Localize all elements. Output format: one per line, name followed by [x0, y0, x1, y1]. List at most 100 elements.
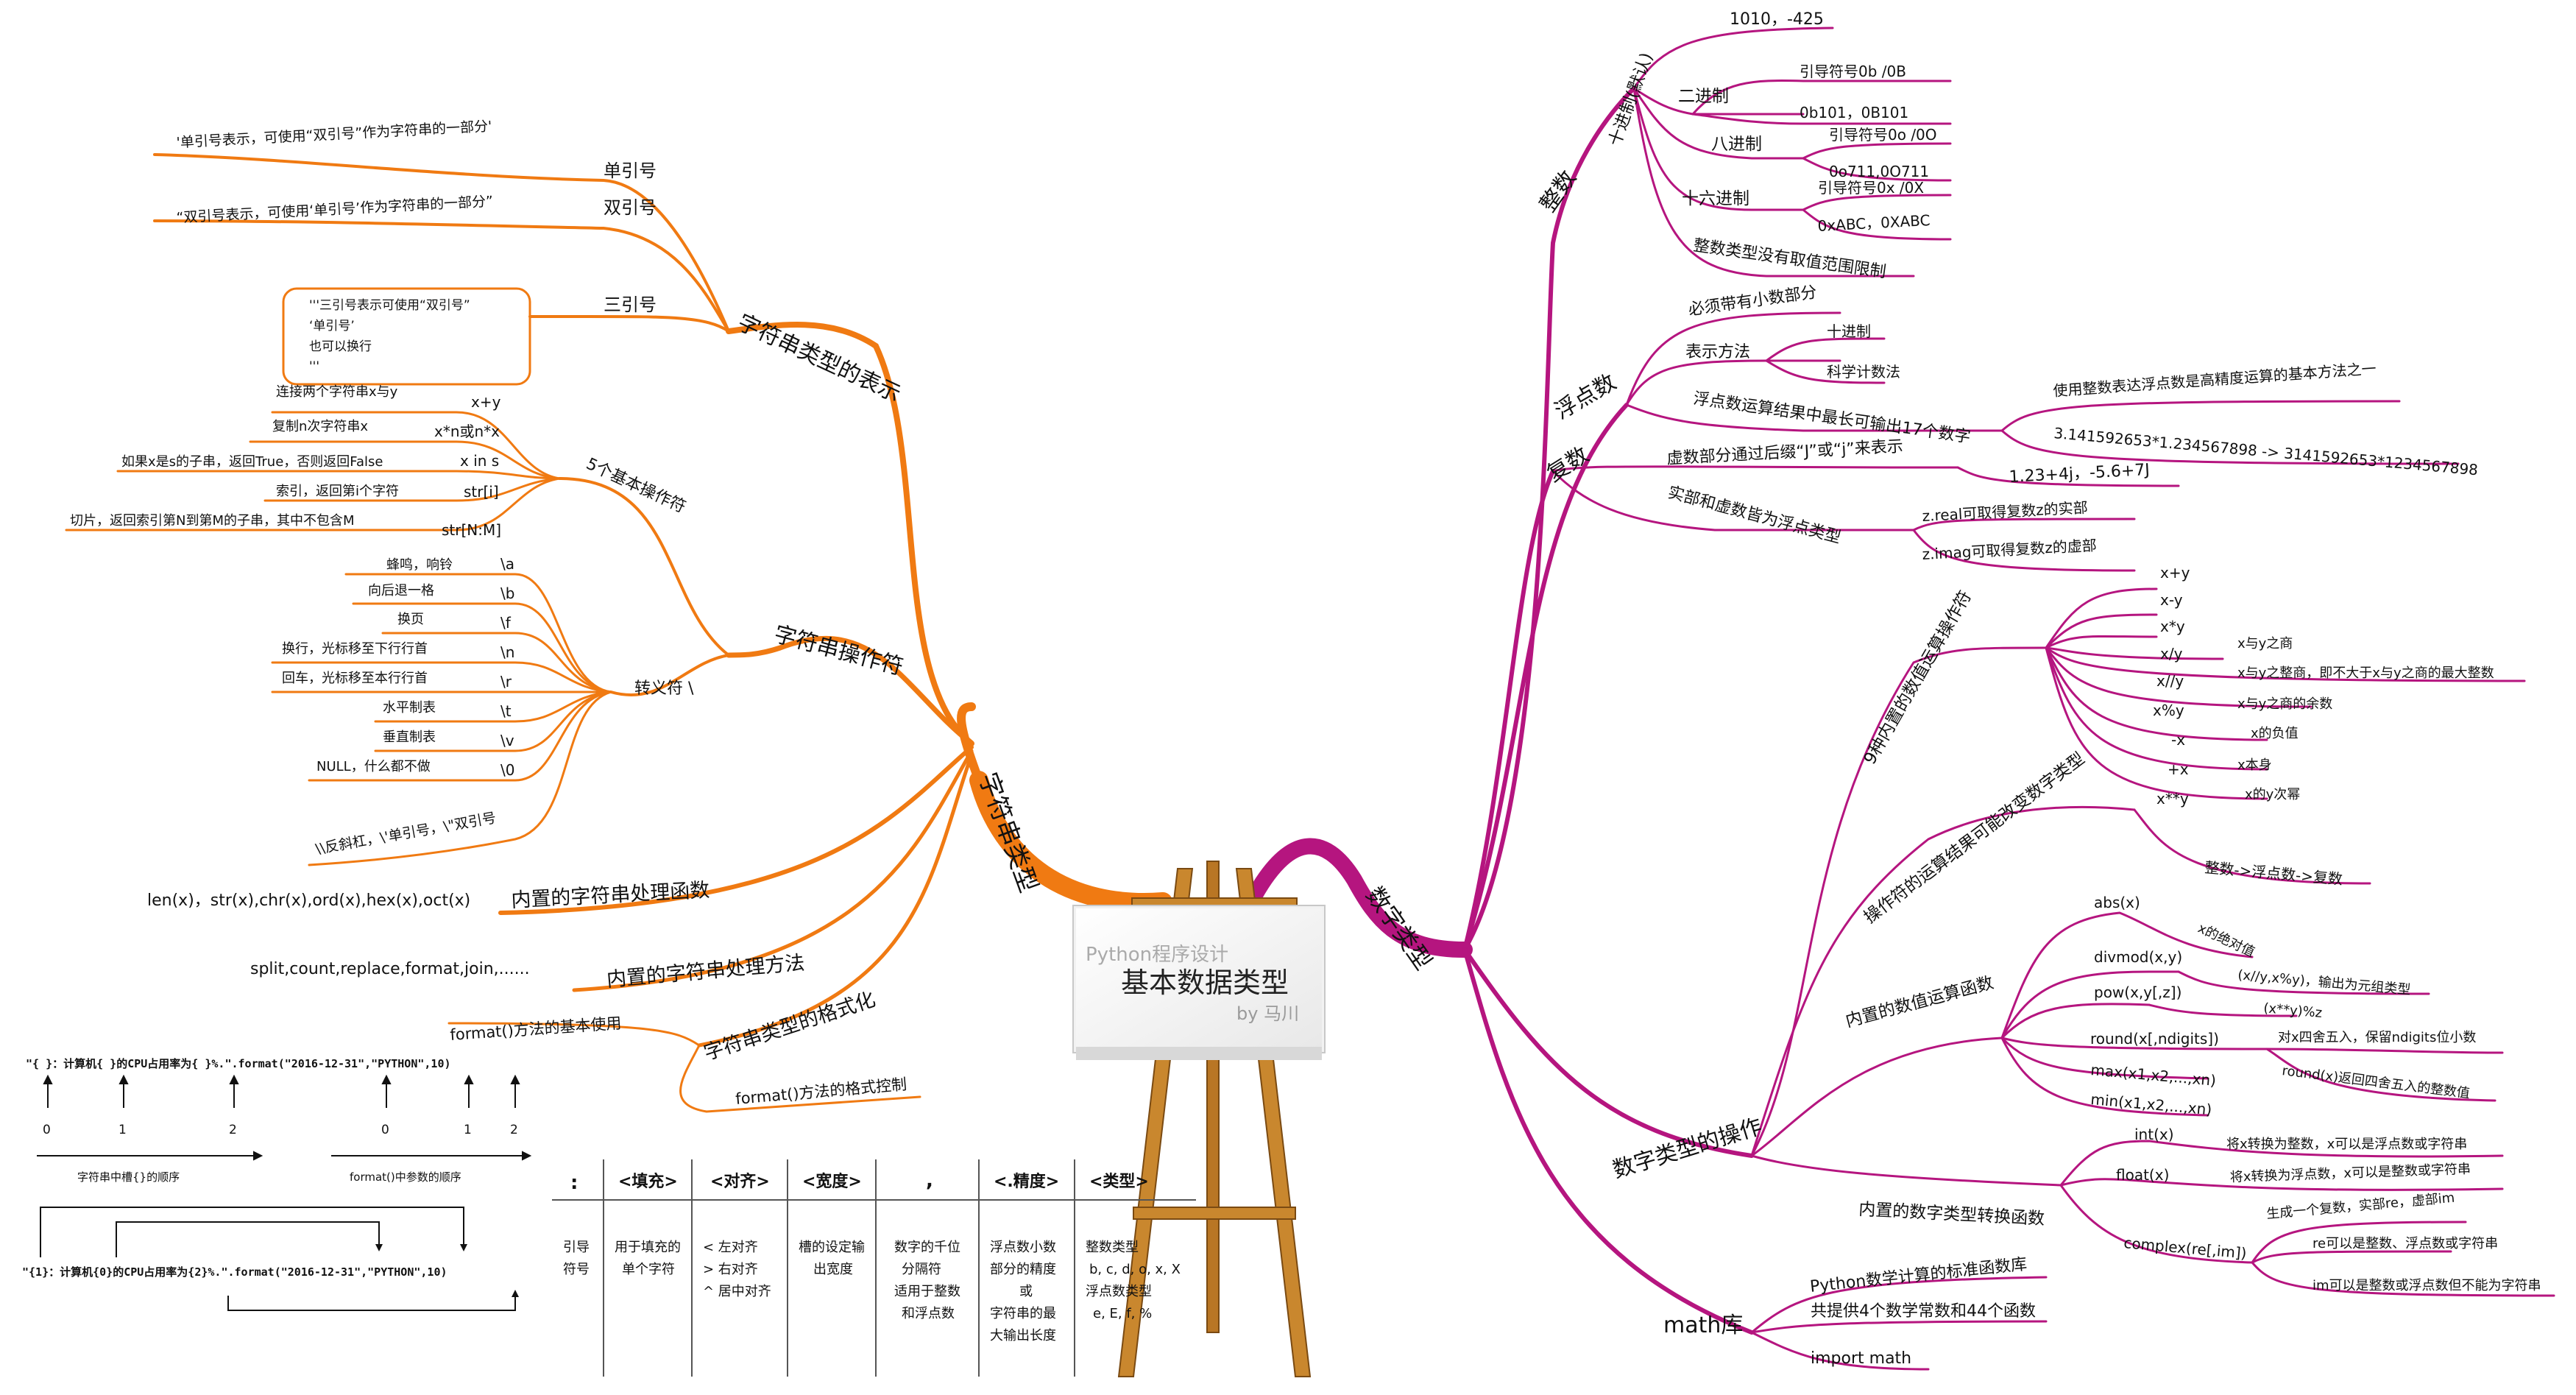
- decimal-example: 1010，-425: [1730, 10, 1824, 29]
- num-op-div-desc: x与y之商: [2237, 636, 2293, 651]
- float-notation-sci: 科学计数法: [1827, 363, 1900, 381]
- esc-a: \a: [500, 555, 514, 573]
- node-string-operators: 字符串操作符: [771, 621, 906, 680]
- complex-desc-1: 生成一个复数，实部re，虚部im: [2266, 1190, 2455, 1222]
- op-in-desc: 如果x是s的子串，返回True，否则返回False: [121, 454, 383, 470]
- node-number-operations: 数字类型的操作: [1610, 1114, 1765, 1184]
- fmt-cell-type-1: 整数类型: [1086, 1240, 1139, 1255]
- float-precision: 浮点数运算结果中最长可输出17个数字: [1692, 389, 1972, 447]
- func-float: float(x): [2116, 1166, 2169, 1184]
- esc-b: \b: [500, 585, 514, 602]
- easel-crossbar: [1133, 1207, 1296, 1220]
- fmt-cell-precision-1: 浮点数小数: [990, 1240, 1056, 1255]
- fmt-cell-precision-5: 大输出长度: [990, 1328, 1056, 1343]
- func-round-desc: 对x四舍五入，保留ndigits位小数: [2278, 1030, 2476, 1045]
- fmt-cell-precision-4: 字符串的最: [990, 1306, 1056, 1321]
- fmt-cell-align-2: > 右对齐: [703, 1262, 758, 1277]
- op-index-desc: 索引，返回第i个字符: [276, 484, 399, 499]
- fmt-cell-colon-2: 符号: [563, 1262, 590, 1277]
- fmt-cell-align-1: < 左对齐: [703, 1240, 758, 1255]
- node-num-funcs: 内置的数值运算函数: [1844, 973, 1996, 1031]
- esc-a-desc: 蜂鸣，响铃: [386, 557, 453, 573]
- esc-f-desc: 换页: [397, 612, 424, 627]
- fmt-cell-align-3: ^ 居中对齐: [703, 1284, 771, 1299]
- center-title: 基本数据类型: [1121, 967, 1289, 999]
- complex-real: z.real可取得复数z的实部: [1922, 498, 2088, 525]
- hex-example: 0xABC，0XABC: [1817, 211, 1931, 235]
- type-change-desc: 整数->浮点数->复数: [2204, 858, 2343, 888]
- fmt-header-comma: ,: [926, 1170, 933, 1192]
- func-int: int(x): [2134, 1126, 2174, 1143]
- fmt-cell-fill-2: 单个字符: [622, 1262, 675, 1277]
- integer-unlimited: 整数类型没有取值范围限制: [1692, 236, 1887, 282]
- fmt-header-precision: <.精度>: [994, 1172, 1059, 1191]
- op-slice: str[N:M]: [442, 521, 501, 539]
- func-pow: pow(x,y[,z]): [2094, 983, 2182, 1001]
- complex-imag: z.imag可取得复数z的虚部: [1922, 537, 2097, 563]
- args-caption: format()中参数的顺序: [350, 1170, 461, 1184]
- op-repeat: x*n或n*x: [434, 423, 500, 440]
- triple-note-line-3: 也可以换行: [309, 339, 372, 354]
- op-index: str[i]: [464, 483, 499, 501]
- format-demo: "{ }：计算机{ }的CPU占用率为{ }%.".format("2016-1…: [22, 1057, 532, 1311]
- format-demo-line-2: "{1}：计算机{0}的CPU占用率为{2}%.".format("2016-1…: [22, 1265, 447, 1279]
- esc-0-desc: NULL，什么都不做: [316, 759, 431, 774]
- func-min: min(x1,x2,...,xn): [2090, 1090, 2213, 1118]
- node-type-convert: 内置的数字类型转换函数: [1858, 1200, 2045, 1229]
- math-desc-count: 共提供4个数学常数和44个函数: [1811, 1302, 2036, 1321]
- float-notation-decimal: 十进制: [1827, 322, 1871, 340]
- binary-prefix: 引导符号0b /0B: [1800, 63, 1906, 80]
- complex-desc-3: im可以是整数或浮点数但不能为字符串: [2313, 1278, 2541, 1293]
- func-abs: abs(x): [2094, 894, 2140, 911]
- node-float: 浮点数: [1551, 370, 1621, 425]
- esc-n-desc: 换行，光标移至下行行首: [282, 641, 428, 657]
- num-op-floordiv-desc: x与y之整商，即不大于x与y之商的最大整数: [2237, 665, 2494, 681]
- node-nine-ops: 9种内置的数值运算操作符: [1861, 587, 1975, 768]
- fmt-cell-width-2: 出宽度: [813, 1262, 853, 1277]
- math-desc-standard: Python数学计算的标准函数库: [1809, 1255, 2028, 1296]
- note-single-quote: '单引号表示，可使用“双引号”作为字符串的一部分': [176, 119, 492, 151]
- slots-caption: 字符串中槽{}的顺序: [77, 1170, 180, 1184]
- format-demo-line-1: "{ }：计算机{ }的CPU占用率为{ }%.".format("2016-1…: [26, 1057, 451, 1070]
- node-octal: 八进制: [1711, 135, 1762, 154]
- node-type-change: 操作符的运算结果可能改变数字类型: [1861, 749, 2089, 928]
- func-pow-desc: (x**y)%z: [2263, 1000, 2323, 1021]
- func-float-desc: 将x转换为浮点数，x可以是整数或字符串: [2229, 1162, 2471, 1185]
- esc-backslash: \\反斜杠，\'单引号，\"双引号: [314, 810, 498, 858]
- num-op-mul: x*y: [2160, 618, 2185, 635]
- node-hex: 十六进制: [1682, 189, 1749, 208]
- func-int-desc: 将x转换为整数，x可以是浮点数或字符串: [2226, 1137, 2467, 1152]
- complex-suffix-example: 1.23+4j，-5.6+7J: [2009, 461, 2150, 487]
- fmt-cell-precision-2: 部分的精度: [990, 1262, 1056, 1277]
- esc-0: \0: [500, 761, 514, 779]
- func-round: round(x[,ndigits]): [2090, 1030, 2219, 1048]
- num-op-add: x+y: [2160, 564, 2190, 582]
- num-op-sub: x-y: [2160, 591, 2183, 609]
- triple-note-line-4: ''': [309, 359, 319, 374]
- node-triple-quote: 三引号: [604, 294, 657, 315]
- node-string-root: 字符串类型: [973, 769, 1044, 896]
- math-import: import math: [1811, 1349, 1911, 1368]
- fmt-cell-type-2: b, c, d, o, x, X: [1089, 1262, 1181, 1277]
- slot-index-1: 1: [118, 1123, 127, 1137]
- number-side: 数字类型 整数 十进制(默认) 1010，-425 二进制 引导符号0b /0B…: [1360, 10, 2541, 1368]
- string-branch-lines: [65, 153, 1172, 1113]
- op-in: x in s: [460, 452, 499, 470]
- arg-index-1: 1: [464, 1123, 472, 1137]
- binary-example: 0b101，0B101: [1800, 104, 1908, 121]
- node-binary: 二进制: [1678, 87, 1729, 106]
- builtin-methods-list: split,count,replace,format,join,......: [250, 960, 530, 978]
- num-op-pos-desc: x本身: [2237, 757, 2272, 773]
- esc-r: \r: [500, 673, 512, 691]
- fmt-header-fill: <填充>: [618, 1172, 678, 1191]
- func-max: max(x1,x2,...,xn): [2090, 1061, 2217, 1089]
- fmt-cell-comma-4: 和浮点数: [902, 1306, 955, 1321]
- center-byline: by 马川: [1236, 1003, 1299, 1024]
- esc-f: \f: [500, 614, 512, 632]
- slot-index-0: 0: [43, 1123, 51, 1137]
- node-float-notation: 表示方法: [1685, 343, 1750, 361]
- fmt-header-colon: :: [570, 1172, 578, 1194]
- complex-suffix: 虚数部分通过后缀“J”或“j”来表示: [1666, 437, 1903, 468]
